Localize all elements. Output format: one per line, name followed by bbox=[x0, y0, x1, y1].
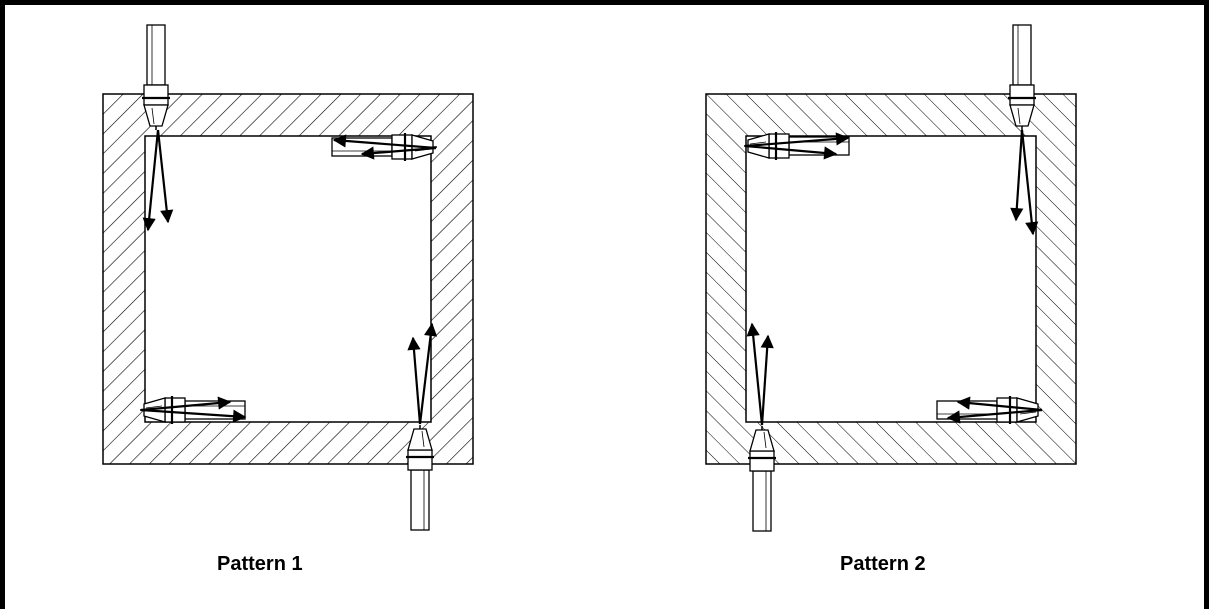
travel-direction-arrow-icon bbox=[360, 146, 437, 160]
travel-direction-arrow-icon bbox=[156, 129, 174, 224]
travel-direction-arrow-icon bbox=[744, 132, 850, 148]
travel-direction-arrow-icon bbox=[760, 334, 774, 426]
travel-direction-arrow-icon bbox=[140, 408, 247, 423]
travel-direction-arrow-icon bbox=[407, 336, 422, 425]
pattern-1-caption: Pattern 1 bbox=[217, 553, 303, 575]
pattern-2-diagram bbox=[705, 23, 1077, 533]
travel-direction-arrow-icon bbox=[142, 129, 160, 232]
welding-torch-icon bbox=[404, 423, 436, 532]
welding-torch-icon bbox=[746, 424, 778, 533]
travel-direction-arrow-icon bbox=[946, 408, 1043, 424]
travel-direction-arrow-icon bbox=[332, 134, 437, 150]
pattern-1-diagram bbox=[102, 23, 474, 532]
welding-torch-icon bbox=[935, 394, 1044, 426]
welding-torch-icon bbox=[140, 23, 172, 132]
pattern-2-caption: Pattern 2 bbox=[840, 553, 926, 575]
travel-direction-arrow-icon bbox=[956, 396, 1043, 412]
travel-direction-arrow-icon bbox=[418, 322, 438, 425]
travel-direction-arrow-icon bbox=[1020, 129, 1039, 236]
travel-direction-arrow-icon bbox=[744, 144, 838, 160]
welding-torch-icon bbox=[1006, 23, 1038, 132]
travel-direction-arrow-icon bbox=[140, 396, 232, 412]
travel-direction-arrow-icon bbox=[1010, 129, 1024, 222]
travel-direction-arrow-icon bbox=[746, 322, 764, 426]
